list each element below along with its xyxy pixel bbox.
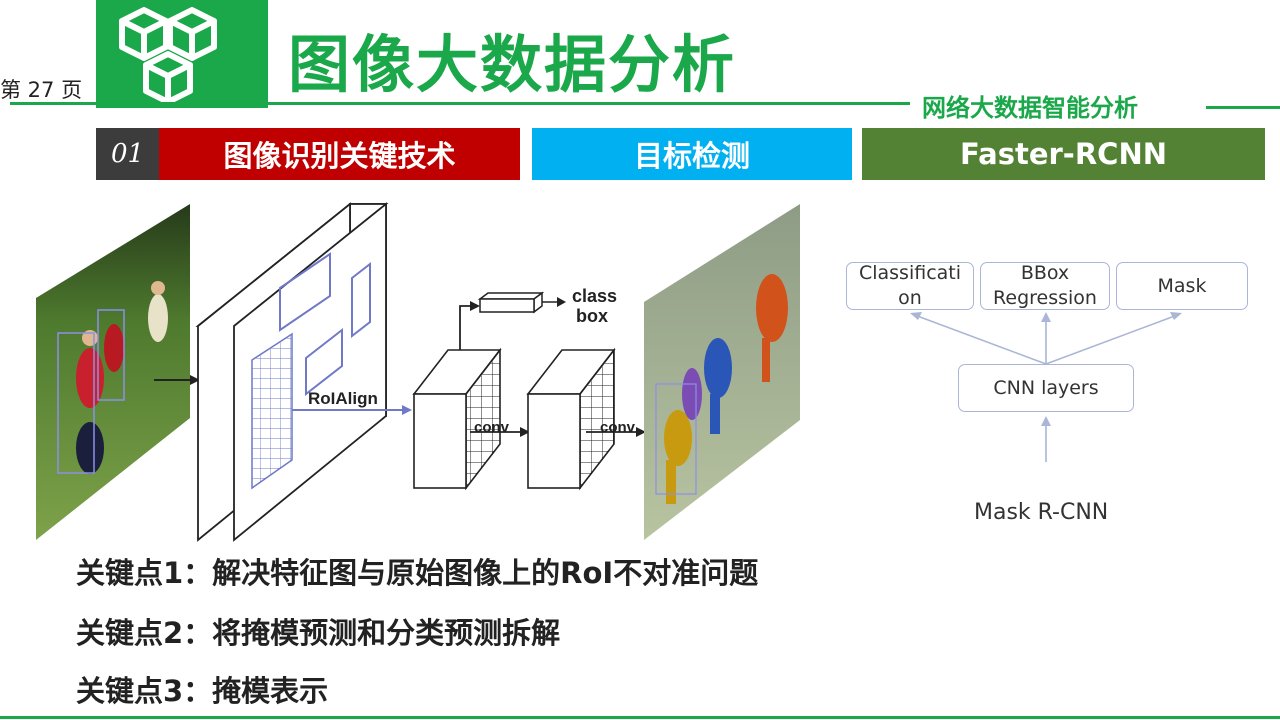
conv-label-2: conv: [600, 419, 636, 436]
class-label: class: [572, 286, 617, 306]
box-label: box: [576, 306, 608, 326]
section-tab-image-recognition: 图像识别关键技术: [159, 128, 520, 180]
feature-map: [195, 202, 389, 542]
cnn-layers-box: CNN layers: [958, 364, 1134, 412]
footer-divider: [0, 716, 1280, 719]
page-title: 图像大数据分析: [288, 28, 737, 101]
mask-rcnn-pipeline-figure: RoIAlign class box conv conv: [30, 198, 810, 543]
key-point-2: 关键点2：将掩模预测和分类预测拆解: [76, 616, 561, 650]
conv-block-1: [412, 347, 502, 491]
page-number: 第 27 页: [0, 78, 83, 102]
input-soccer-image: [36, 204, 190, 540]
architecture-caption: Mask R-CNN: [974, 500, 1109, 525]
section-number: 01: [96, 128, 159, 180]
logo: [96, 0, 268, 108]
section-tab-faster-rcnn: Faster-RCNN: [862, 128, 1265, 180]
classification-box: Classificati on: [846, 262, 974, 310]
section-tab-object-detection: 目标检测: [532, 128, 852, 180]
key-point-3: 关键点3：掩模表示: [76, 674, 329, 708]
conv-block-2: [526, 347, 616, 491]
header-divider: [10, 102, 910, 105]
page-subtitle: 网络大数据智能分析: [922, 94, 1138, 122]
conv-label-1: conv: [474, 419, 510, 436]
roialign-label: RoIAlign: [308, 389, 378, 408]
output-mask-image: [644, 204, 800, 540]
mask-box: Mask: [1116, 262, 1248, 310]
key-point-1: 关键点1：解决特征图与原始图像上的RoI不对准问题: [76, 556, 759, 590]
mask-rcnn-architecture-figure: Classificati on BBox Regression Mask CNN…: [840, 252, 1260, 532]
header-divider-right: [1206, 106, 1280, 109]
bbox-regression-box: BBox Regression: [980, 262, 1110, 310]
cubes-logo-icon: [119, 7, 217, 105]
